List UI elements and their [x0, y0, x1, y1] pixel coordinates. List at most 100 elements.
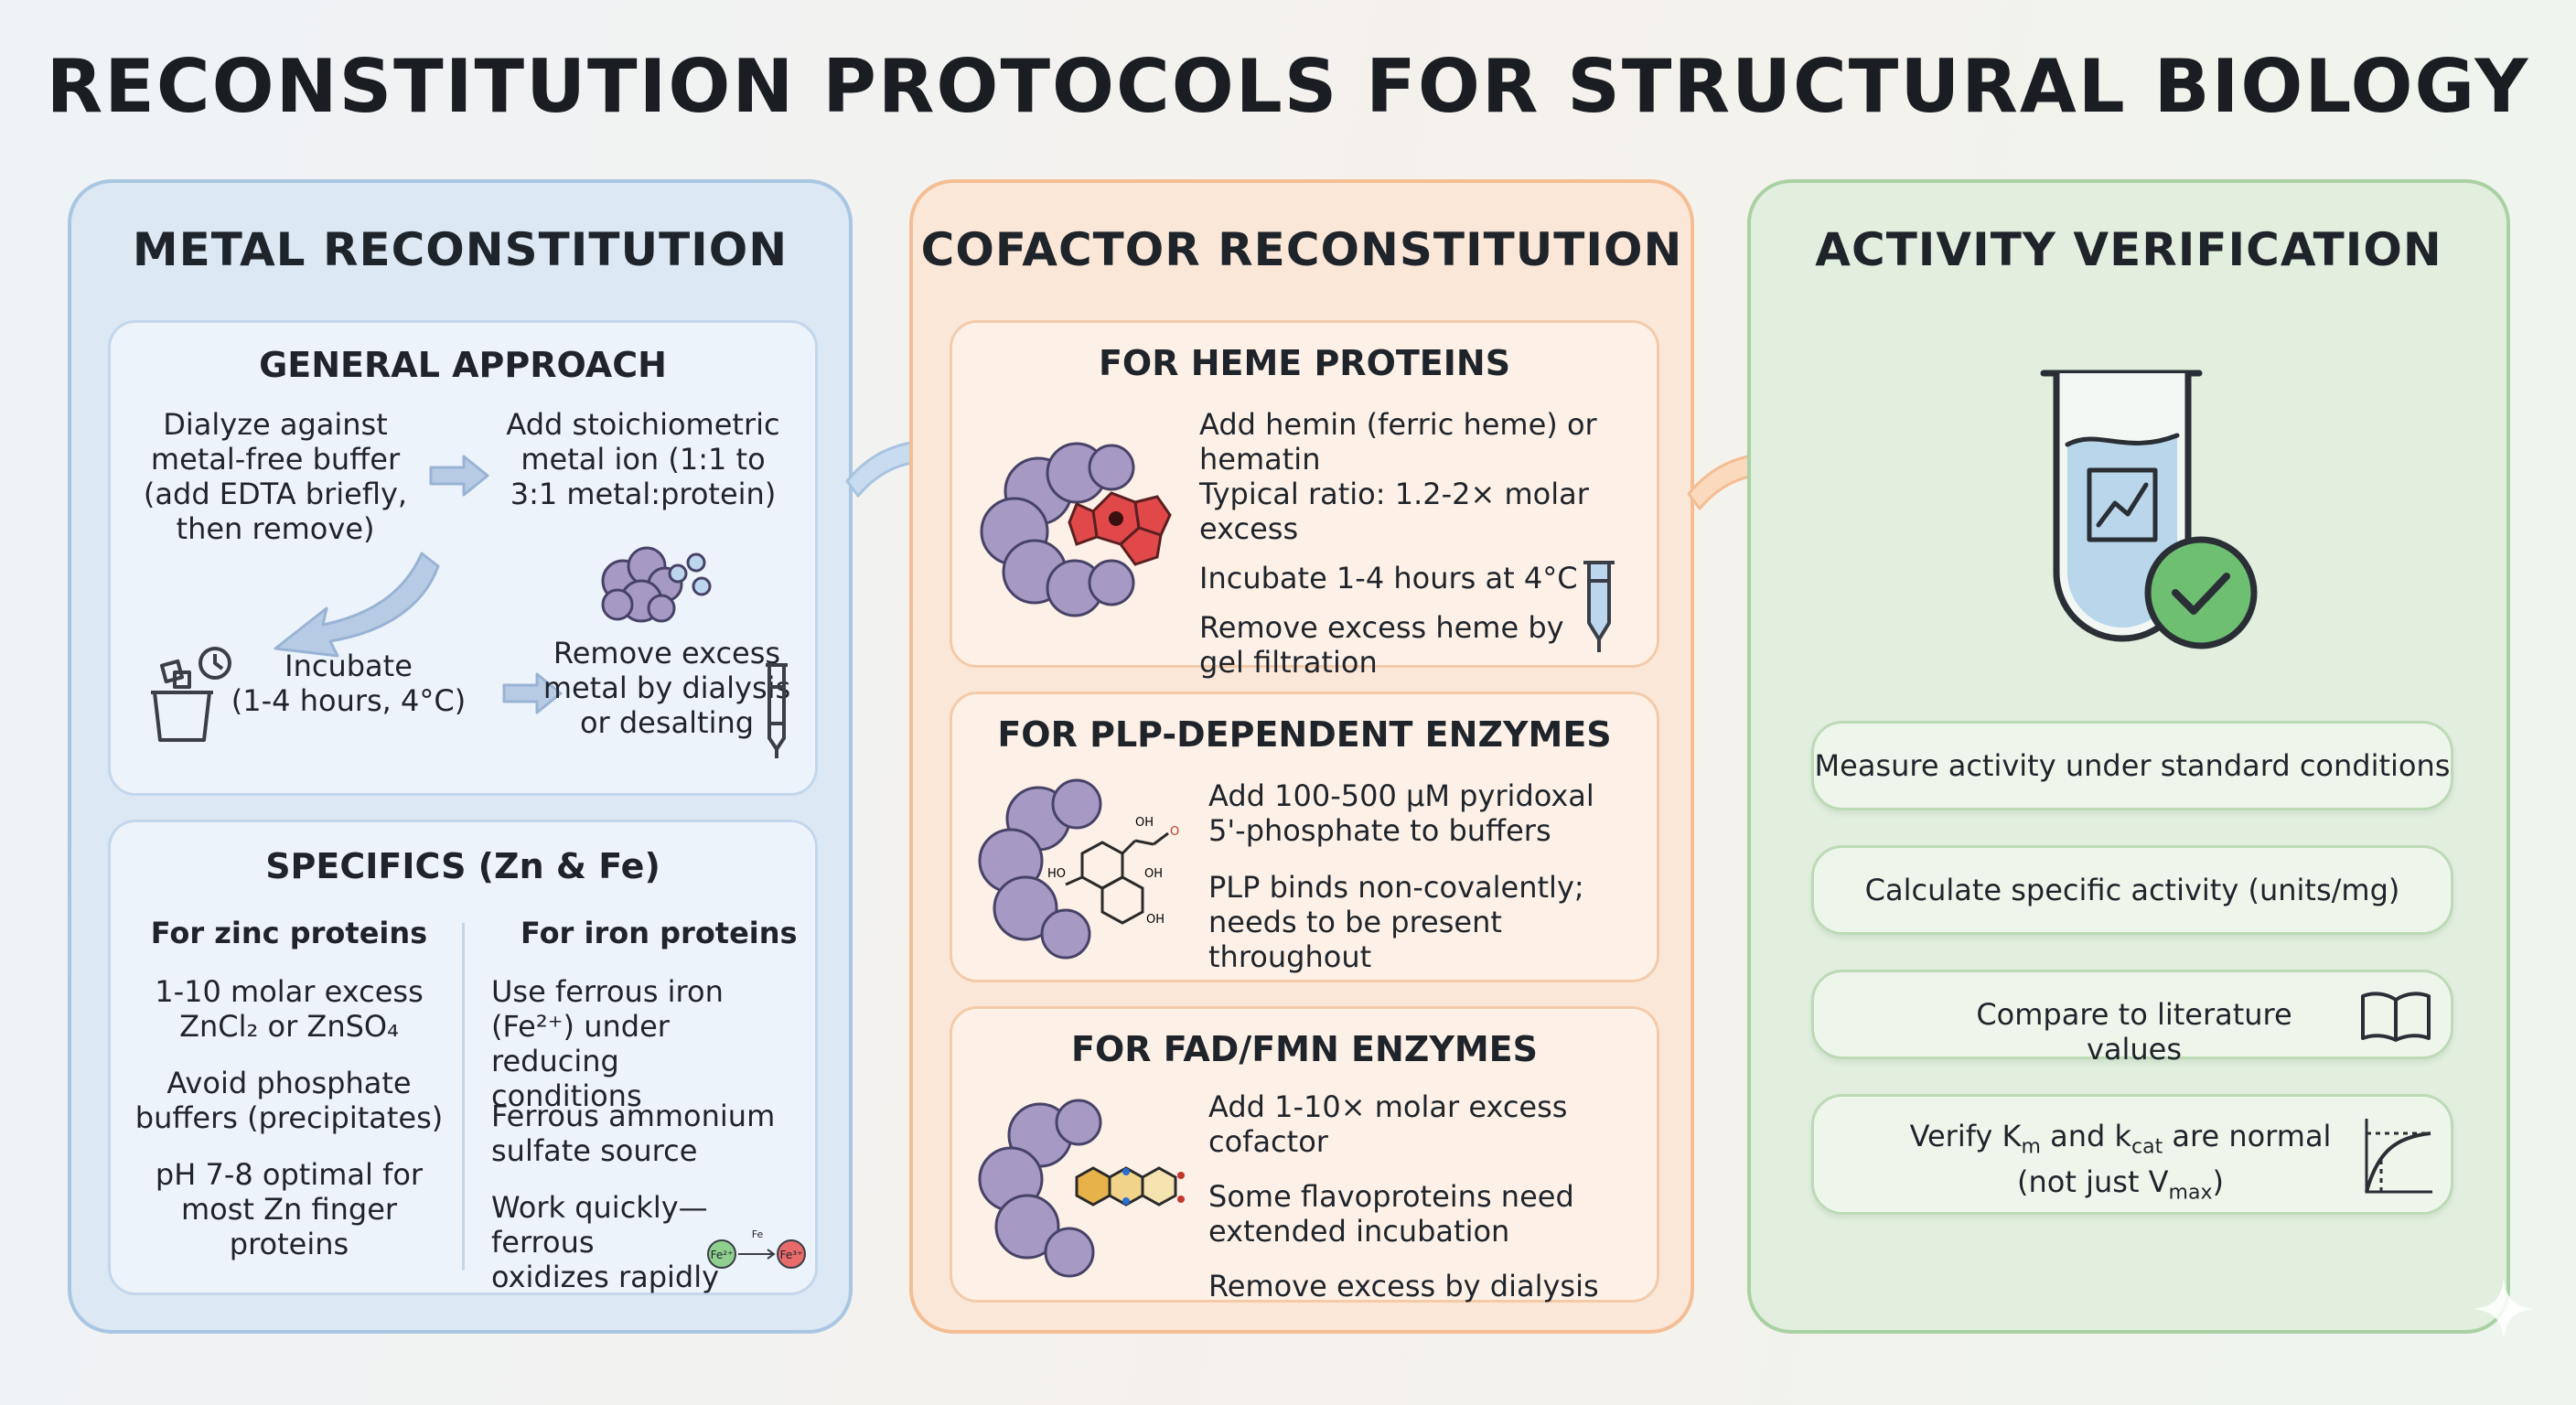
fad-instructions: Add 1-10× molar excess cofactor Some fla…	[1208, 1089, 1657, 1303]
iron-oxidation-icon: Fe²⁺ Fe Fe³⁺	[707, 1228, 806, 1269]
activity-step-text: Measure activity under standard conditio…	[1814, 748, 2451, 783]
specifics-card: SPECIFICS (Zn & Fe) For zinc proteins 1-…	[108, 820, 818, 1295]
plp-label: OH	[1135, 816, 1154, 830]
activity-step-verify: Verify Km and kcat are normal (not just …	[1811, 1094, 2453, 1215]
plp-card: FOR PLP-DEPENDENT ENZYMES OH OH HO OH O …	[950, 692, 1659, 982]
step-dialyze-line: metal-free buffer	[150, 442, 401, 477]
fad-card: FOR FAD/FMN ENZYMES Add 1-10× molar exce…	[950, 1006, 1659, 1303]
fad-line: Some flavoproteins need	[1208, 1179, 1574, 1214]
zinc-header: For zinc proteins	[150, 916, 428, 950]
zinc-item-line: ZnCl₂ or ZnSO₄	[179, 1009, 399, 1044]
iron-item: Use ferrous iron (Fe²⁺) under reducing c…	[491, 974, 802, 1113]
activity-step-measure: Measure activity under standard conditio…	[1811, 721, 2453, 810]
iron-item-line: conditions	[491, 1078, 642, 1113]
plp-line: Add 100-500 μM pyridoxal	[1208, 778, 1594, 813]
plp-instructions: Add 100-500 μM pyridoxal 5'-phosphate to…	[1208, 778, 1657, 974]
fad-line: extended incubation	[1208, 1214, 1510, 1249]
activity-step-text: Compare to literature values	[1976, 997, 2292, 1067]
iron-item-line: (Fe²⁺) under reducing	[491, 1009, 670, 1078]
plp-line: needs to be present throughout	[1208, 905, 1502, 974]
gel-filtration-column-icon	[1583, 561, 1615, 652]
step-dialyze-line: (add EDTA briefly,	[143, 477, 408, 511]
fe2-label: Fe²⁺	[711, 1249, 734, 1261]
iron-item-line: Ferrous ammonium	[491, 1099, 776, 1133]
verify-line-1: Verify Km and kcat are normal	[1896, 1119, 2345, 1164]
zinc-item-line: Avoid phosphate	[166, 1066, 412, 1100]
plp-title: FOR PLP-DEPENDENT ENZYMES	[997, 714, 1612, 755]
book-icon	[2361, 992, 2431, 1042]
step-add-metal-line: metal ion (1:1 to	[521, 442, 766, 477]
iron-item: Ferrous ammonium sulfate source	[491, 1099, 802, 1168]
iron-header: For iron proteins	[521, 916, 798, 950]
verify-line2-pre: (not just V	[2017, 1164, 2169, 1200]
page-title: RECONSTITUTION PROTOCOLS FOR STRUCTURAL …	[46, 44, 2530, 129]
activity-step-compare: Compare to literature values	[1811, 970, 2453, 1067]
general-approach-title: GENERAL APPROACH	[259, 345, 667, 385]
fe3-label: Fe³⁺	[780, 1249, 803, 1261]
step-add-metal-line: Add stoichiometric	[506, 407, 780, 442]
kinetics-curve-icon	[2365, 1119, 2432, 1194]
iron-item-line: Work quickly—ferrous	[491, 1190, 708, 1260]
curved-arrow-icon	[274, 552, 440, 658]
activity-panel-title: ACTIVITY VERIFICATION	[1815, 223, 2442, 276]
step-add-metal: Add stoichiometric metal ion (1:1 to 3:1…	[488, 407, 799, 511]
heme-line: gel filtration	[1199, 645, 1378, 680]
plp-line: PLP binds non-covalently;	[1208, 870, 1584, 905]
iron-item: Work quickly—ferrous oxidizes rapidly	[491, 1190, 802, 1294]
fad-title: FOR FAD/FMN ENZYMES	[1071, 1029, 1538, 1069]
activity-step-calculate: Calculate specific activity (units/mg)	[1811, 845, 2453, 935]
metal-panel-title: METAL RECONSTITUTION	[132, 223, 789, 276]
step-incubate-line: Incubate	[284, 649, 413, 683]
plp-line: 5'-phosphate to buffers	[1208, 813, 1551, 848]
plp-label: HO	[1047, 867, 1066, 881]
zinc-item-line: 1-10 molar excess	[155, 974, 424, 1009]
step-remove-metal-line: metal by dialysis	[542, 670, 791, 705]
fad-line: Add 1-10× molar excess cofactor	[1208, 1089, 1568, 1159]
heme-instructions: Add hemin (ferric heme) or hematin Typic…	[1199, 407, 1657, 680]
plp-label: O	[1170, 825, 1179, 839]
heme-title: FOR HEME PROTEINS	[1098, 343, 1511, 383]
verify-line-2: (not just Vmax)	[1896, 1164, 2345, 1210]
step-dialyze-line: then remove)	[176, 511, 375, 546]
activity-step-text: Calculate specific activity (units/mg)	[1864, 873, 2400, 907]
sparkle-icon	[2474, 1279, 2534, 1339]
plp-protein-icon: OH OH HO OH O	[978, 778, 1179, 960]
divider	[462, 923, 465, 1271]
cofactor-panel-title: COFACTOR RECONSTITUTION	[920, 223, 1683, 276]
kcat-sub: cat	[2131, 1135, 2163, 1159]
arrow-right-icon	[502, 672, 563, 714]
zinc-item: pH 7-8 optimal for most Zn finger protei…	[129, 1157, 449, 1261]
heme-card: FOR HEME PROTEINS Add hemin (ferric heme…	[950, 320, 1659, 680]
plp-label: OH	[1144, 867, 1163, 881]
fad-protein-icon	[978, 1099, 1185, 1278]
verify-post: are normal	[2163, 1119, 2332, 1153]
metal-reconstitution-panel: METAL RECONSTITUTION GENERAL APPROACH Di…	[68, 179, 853, 1334]
step-incubate: Incubate (1-4 hours, 4°C)	[202, 649, 495, 718]
heme-line: Incubate 1-4 hours at 4°C	[1199, 561, 1578, 595]
verify-line2-post: )	[2212, 1164, 2224, 1200]
specifics-title: SPECIFICS (Zn & Fe)	[265, 846, 660, 886]
heme-line: hematin	[1199, 442, 1321, 477]
zinc-item: 1-10 molar excess ZnCl₂ or ZnSO₄	[129, 974, 449, 1044]
zinc-item: Avoid phosphate buffers (precipitates)	[129, 1066, 449, 1135]
iron-item-line: Use ferrous iron	[491, 974, 724, 1009]
km-sub: m	[2021, 1135, 2041, 1159]
activity-verification-panel: ACTIVITY VERIFICATION Measure activity u…	[1747, 179, 2510, 1334]
step-add-metal-line: 3:1 metal:protein)	[510, 477, 777, 511]
arrow-right-icon	[429, 455, 489, 497]
general-approach-card: GENERAL APPROACH Dialyze against metal-f…	[108, 320, 818, 796]
step-dialyze-line: Dialyze against	[163, 407, 388, 442]
desalting-column-icon	[766, 663, 788, 758]
heme-line: Add hemin (ferric heme) or	[1199, 407, 1597, 442]
zinc-item-line: buffers (precipitates)	[134, 1100, 444, 1135]
protein-metal-icon	[601, 546, 712, 623]
step-remove-metal-line: or desalting	[579, 705, 755, 740]
plp-label: OH	[1146, 913, 1165, 927]
heme-protein-icon	[980, 442, 1172, 617]
verify-pre: Verify K	[1909, 1119, 2022, 1153]
fad-line: Remove excess by dialysis	[1208, 1269, 1599, 1303]
iron-item-line: oxidizes rapidly	[491, 1260, 720, 1294]
test-tube-check-icon	[2040, 370, 2258, 649]
zinc-item-line: pH 7-8 optimal for	[155, 1157, 424, 1192]
zinc-item-line: most Zn finger	[180, 1192, 398, 1227]
